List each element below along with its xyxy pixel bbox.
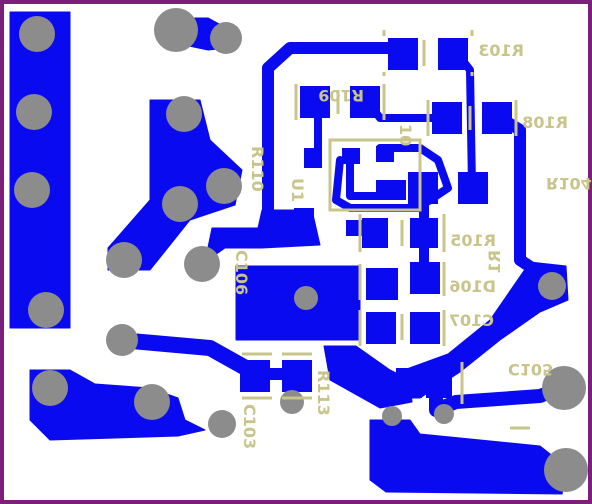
drill-14	[32, 370, 68, 406]
outline-c105	[460, 362, 530, 430]
outline-u1	[328, 138, 422, 212]
drill-20	[538, 272, 566, 300]
drill-12	[294, 286, 318, 310]
label-r103: R103	[478, 41, 524, 60]
label-c106: C106	[232, 250, 251, 295]
pad-r105-b	[346, 220, 362, 236]
drill-13	[106, 324, 138, 356]
pad-r103-a	[388, 38, 418, 70]
outline-d106	[358, 262, 446, 300]
drill-21	[542, 366, 586, 410]
pad-r104-a	[408, 172, 438, 204]
pad-c105-b	[426, 368, 452, 398]
pad-r108-b	[482, 102, 512, 134]
silkscreen-outlines	[242, 30, 530, 430]
label-r1: R1	[485, 250, 504, 273]
pad-r109-b	[350, 86, 380, 118]
label-c105: C105	[508, 360, 553, 379]
label-r108: R108	[522, 113, 568, 132]
pad-r105-a	[294, 208, 314, 236]
copper-traces	[9, 11, 573, 495]
label-r110: R110	[248, 146, 267, 192]
label-c107: C107	[449, 311, 494, 330]
pad-c107-b	[410, 312, 440, 344]
pad-u1-1	[342, 148, 360, 164]
pad-r103-b	[438, 38, 468, 70]
smd-pads	[240, 38, 512, 398]
drill-18	[382, 406, 402, 426]
drill-1	[19, 16, 55, 52]
label-r104: R104	[546, 174, 592, 193]
drill-5	[154, 8, 198, 52]
pad-c103-b	[282, 360, 312, 392]
pad-u1-2	[376, 146, 394, 162]
pad-r110-a	[304, 148, 322, 168]
pad-r104-b	[458, 172, 488, 204]
drill-17	[280, 390, 304, 414]
drill-holes	[14, 8, 588, 492]
outline-c107	[358, 310, 446, 346]
label-r105: R105	[450, 231, 496, 250]
pad-r109-a	[300, 86, 330, 118]
drill-10	[106, 242, 142, 278]
drill-22	[544, 448, 588, 492]
drill-2	[16, 94, 52, 130]
outline-r103	[382, 30, 474, 76]
label-r10x: 10	[396, 124, 415, 146]
silkscreen-labels: R103 R109 R108 R110 10 R104 U1 R105 D106…	[232, 41, 592, 449]
outline-r109	[294, 84, 386, 120]
copper-left-strip	[9, 11, 71, 329]
drill-19	[434, 404, 454, 424]
drill-16	[208, 410, 236, 438]
outline-r105	[358, 214, 446, 252]
pad-r108-a	[432, 102, 462, 134]
label-r113: R113	[314, 370, 333, 416]
pad-c105-a	[396, 368, 422, 398]
label-r109: R109	[318, 86, 364, 105]
copper-top-loop	[262, 42, 406, 226]
drill-15	[134, 384, 170, 420]
drill-4	[28, 292, 64, 328]
pad-r105-d	[410, 218, 438, 248]
drill-11	[184, 246, 220, 282]
pad-d106-b	[410, 262, 440, 294]
copper-bottom-left-block	[29, 369, 206, 441]
drill-6	[210, 22, 242, 54]
copper-diagonal-block	[107, 99, 243, 271]
outline-c103	[242, 352, 312, 400]
pad-c107-a	[366, 312, 396, 344]
pad-d106-a	[366, 268, 398, 300]
drill-9	[162, 186, 198, 222]
outline-r108	[426, 100, 518, 136]
pad-r105-c	[362, 218, 388, 248]
drill-3	[14, 172, 50, 208]
drill-8	[206, 168, 242, 204]
label-d106: D106	[449, 277, 496, 296]
pad-c103-a	[240, 360, 270, 392]
label-u1: U1	[288, 178, 307, 202]
pad-u1-3	[376, 180, 406, 200]
drill-7	[166, 96, 202, 132]
label-c103: C103	[240, 404, 259, 449]
